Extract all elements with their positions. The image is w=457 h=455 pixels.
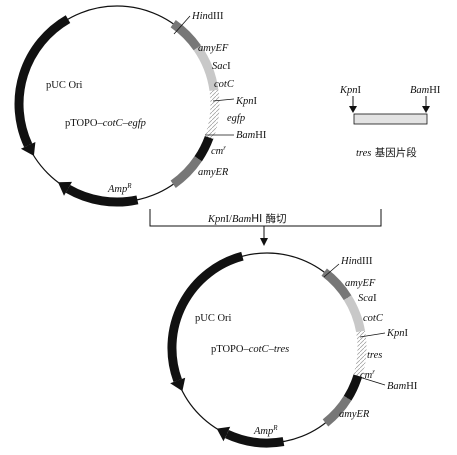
hindiii-site-tick	[323, 263, 340, 278]
cm-label: cmr	[360, 368, 375, 381]
amp-resistance-segment	[65, 184, 139, 207]
fragment-bamhi-label: BamHI	[410, 85, 441, 96]
puc-ori-arrow-icon	[20, 142, 36, 156]
saci-label: SacI	[212, 61, 231, 72]
hindiii-site-tick	[173, 15, 191, 35]
amyef-segment	[321, 268, 352, 301]
cm-segment	[343, 374, 363, 401]
tres-fragment-box	[353, 113, 428, 125]
amp-arrow-icon	[58, 181, 72, 196]
plasmid-bottom: HindIII amyEF ScaI cotC KpnI tres cmr Ba…	[167, 251, 418, 448]
egfp-segment	[204, 89, 220, 140]
fragment-bamhi-arrowhead-icon	[422, 106, 430, 113]
plasmid-bottom-name: pTOPO–cotC–tres	[211, 344, 289, 355]
bamhi-label: BamHI	[387, 381, 418, 392]
hindiii-label: HindIII	[191, 11, 224, 22]
puc-ori-label: pUC Ori	[46, 80, 83, 91]
plasmid-top: HindIII amyEF SacI cotC KpnI egfp BamHI …	[14, 5, 267, 207]
amp-arrow-icon	[216, 426, 231, 442]
cotc-label: cotC	[363, 313, 384, 324]
amp-label: AmpR	[253, 424, 278, 437]
cotc-label: cotC	[214, 79, 235, 90]
fragment-kpni-label: KpnI	[339, 85, 362, 96]
plasmid-top-name: pTOPO–cotC–egfp	[65, 118, 146, 129]
amyef-segment	[170, 20, 201, 51]
puc-ori-arrow-icon	[170, 377, 186, 392]
tres-label: tres	[367, 350, 382, 361]
egfp-label: egfp	[227, 113, 245, 124]
amyer-segment	[170, 156, 202, 188]
amyer-label: amyER	[339, 409, 370, 420]
bamhi-label: BamHI	[236, 130, 267, 141]
digestion-step: KpnI/BamHI 酶切	[149, 209, 382, 246]
fragment-label: tres 基因片段	[356, 146, 417, 159]
digestion-bracket	[149, 209, 382, 227]
cotc-segment	[343, 295, 366, 333]
fragment-kpni-arrowhead-icon	[349, 106, 357, 113]
tres-segment	[353, 330, 367, 378]
puc-ori-segment	[167, 251, 244, 383]
digestion-arrowhead-icon	[260, 238, 268, 246]
cm-segment	[194, 135, 214, 162]
puc-ori-segment	[14, 15, 71, 148]
hindiii-label: HindIII	[340, 256, 373, 267]
amp-resistance-segment	[224, 429, 285, 448]
kpni-label: KpnI	[386, 328, 409, 339]
tres-fragment: KpnI BamHI tres 基因片段	[339, 85, 441, 159]
kpni-label: KpnI	[235, 96, 258, 107]
digestion-label: KpnI/BamHI 酶切	[207, 212, 287, 225]
puc-ori-label: pUC Ori	[195, 313, 232, 324]
kpni-site-tick	[359, 332, 386, 338]
bamhi-site-tick	[355, 375, 386, 386]
amyer-segment	[322, 395, 352, 427]
cm-label: cmr	[211, 144, 226, 157]
scai-label: ScaI	[358, 293, 377, 304]
amyef-label: amyEF	[345, 278, 376, 289]
amp-label: AmpR	[107, 182, 132, 195]
amyer-label: amyER	[198, 167, 229, 178]
cotc-segment	[193, 45, 219, 92]
amyef-label: amyEF	[198, 43, 229, 54]
kpni-site-tick	[212, 98, 235, 102]
